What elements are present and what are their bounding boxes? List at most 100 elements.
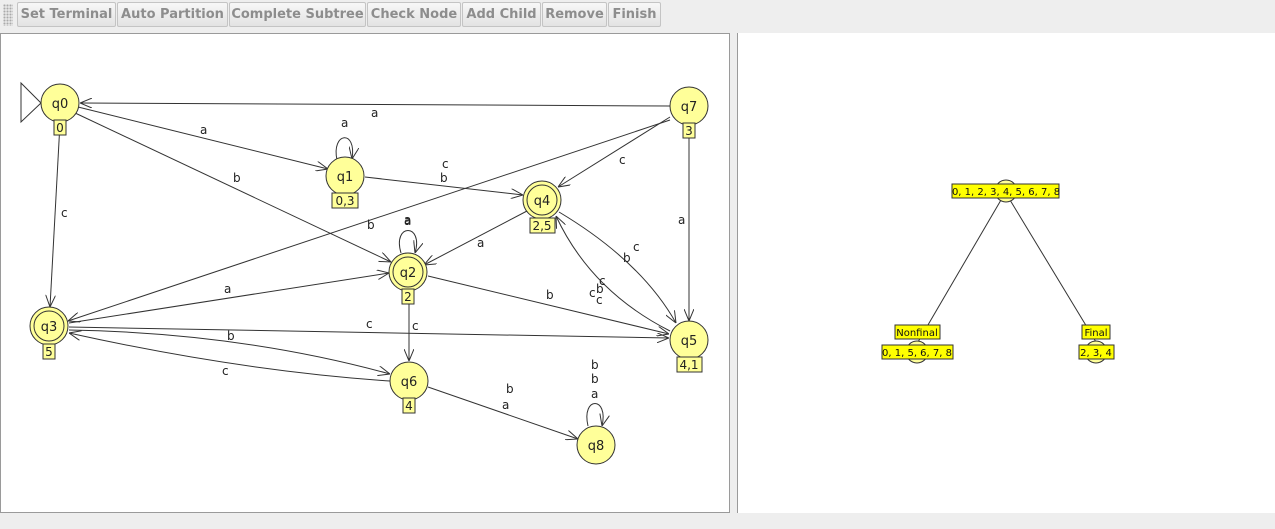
edge-q7-q4	[558, 116, 671, 187]
edge-q6-q3	[69, 333, 391, 382]
edge-label: b	[591, 372, 599, 386]
tree-node-label: Nonfinal	[896, 328, 937, 339]
state-q1[interactable]: q1 0,3	[325, 156, 365, 209]
state-label: q3	[41, 320, 58, 335]
edge-label: a	[591, 387, 598, 401]
toolbar-grip[interactable]	[3, 4, 13, 26]
edge-q3-q6	[68, 329, 390, 374]
tree-edge-right	[1009, 199, 1097, 343]
tree-node-set: 0, 1, 2, 3, 4, 5, 6, 7, 8	[952, 187, 1060, 198]
edge-label: c	[589, 286, 596, 300]
edge-q5-q4	[556, 216, 671, 332]
edge-q0-q3	[50, 122, 61, 307]
automaton-graph: a a b c a c b c a b a a a b c b c c b c …	[20, 81, 709, 465]
edge-label: b	[367, 218, 375, 232]
tree-node-final[interactable]: Final 2, 3, 4	[1078, 324, 1115, 364]
auto-partition-button[interactable]: Auto Partition	[117, 2, 228, 27]
state-sub-label: 4	[405, 399, 413, 413]
state-label: q1	[337, 170, 354, 185]
split-pane-divider[interactable]	[730, 33, 737, 513]
tree-node-set: 2, 3, 4	[1080, 348, 1112, 359]
tree-edge-left	[917, 199, 1002, 343]
edge-label: a	[477, 236, 484, 250]
status-bar	[0, 513, 1275, 529]
edge-q0-q2	[72, 111, 391, 262]
edge-label: c	[412, 319, 419, 333]
check-node-button[interactable]: Check Node	[367, 2, 461, 27]
finish-button[interactable]: Finish	[608, 2, 661, 27]
tree-node-root[interactable]: 0, 1, 2, 3, 4, 5, 6, 7, 8	[951, 179, 1060, 203]
edge-q1-q4	[364, 176, 523, 195]
edge-q4-q5	[558, 211, 676, 323]
edge-label: c	[633, 240, 640, 254]
edge-label: c	[619, 153, 626, 167]
state-label: q6	[401, 375, 418, 390]
state-sub-label: 2,5	[532, 219, 551, 233]
edge-label: b	[506, 382, 514, 396]
edge-label: a	[678, 213, 685, 227]
edge-label: c	[366, 317, 373, 331]
edge-label: a	[404, 214, 411, 228]
edge-label: b	[440, 171, 448, 185]
state-q6[interactable]: q6 4	[389, 361, 429, 414]
state-label: q0	[52, 97, 69, 112]
initial-state-marker	[20, 81, 42, 124]
tree-node-set: 0, 1, 5, 6, 7, 8	[882, 348, 952, 359]
edge-label: b	[623, 251, 631, 265]
edge-label: a	[404, 213, 411, 227]
edge-label: a	[200, 123, 207, 137]
state-sub-label: 3	[685, 124, 693, 138]
partition-tree-canvas[interactable]: 0, 1, 2, 3, 4, 5, 6, 7, 8 Nonfinal 0, 1,…	[737, 33, 1275, 513]
edge-label: a	[502, 398, 509, 412]
state-q5[interactable]: q5 4,1	[669, 320, 709, 373]
state-label: q4	[534, 194, 551, 209]
edge-q7-q3	[68, 119, 671, 321]
tree-node-label: Final	[1084, 328, 1107, 339]
edge-label: c	[61, 206, 68, 220]
toolbar: Set Terminal Auto Partition Complete Sub…	[0, 0, 1275, 29]
edge-q0-q1	[77, 106, 328, 169]
remove-button[interactable]: Remove	[542, 2, 607, 27]
state-sub-label: 4,1	[679, 358, 698, 372]
edge-q2-q5	[427, 275, 669, 334]
edge-label: b	[227, 329, 235, 343]
state-q3[interactable]: q3 5	[29, 306, 69, 360]
state-sub-label: 0,3	[335, 194, 354, 208]
edge-label: c	[442, 157, 449, 171]
edge-label: c	[222, 364, 229, 378]
edge-label: a	[224, 282, 231, 296]
edge-label: b	[591, 358, 599, 372]
state-q4[interactable]: q4 2,5	[522, 180, 562, 234]
state-label: q2	[400, 266, 417, 281]
state-sub-label: 5	[45, 345, 53, 359]
edge-q4-q2	[424, 210, 528, 265]
state-label: q8	[588, 439, 605, 454]
state-q8[interactable]: q8	[576, 425, 616, 465]
edge-label: b	[546, 288, 554, 302]
complete-subtree-button[interactable]: Complete Subtree	[229, 2, 366, 27]
loop-q2	[398, 230, 416, 254]
loop-q8	[586, 403, 603, 427]
edge-q3-q5	[68, 326, 669, 338]
edge-label: b	[596, 282, 604, 296]
edge-label: a	[341, 116, 348, 130]
state-q7[interactable]: q7 3	[669, 86, 709, 139]
state-q2[interactable]: q2 2	[388, 252, 428, 305]
state-label: q7	[681, 100, 698, 115]
state-sub-label: 0	[56, 121, 64, 135]
partition-tree: 0, 1, 2, 3, 4, 5, 6, 7, 8 Nonfinal 0, 1,…	[881, 179, 1115, 364]
add-child-button[interactable]: Add Child	[462, 2, 541, 27]
state-label: q5	[681, 334, 698, 349]
edge-label: c	[599, 274, 606, 288]
edge-q3-q2	[68, 273, 389, 324]
edge-label: a	[371, 106, 378, 120]
tree-node-nonfinal[interactable]: Nonfinal 0, 1, 5, 6, 7, 8	[881, 324, 954, 364]
state-sub-label: 2	[404, 290, 412, 304]
loop-q1	[335, 137, 353, 161]
state-q0[interactable]: q0 0	[40, 83, 80, 136]
set-terminal-button[interactable]: Set Terminal	[17, 2, 116, 27]
edge-label: c	[596, 293, 603, 307]
edge-label: b	[233, 171, 241, 185]
edge-q7-q0	[80, 103, 672, 106]
automaton-canvas[interactable]: a a b c a c b c a b a a a b c b c c b c …	[0, 33, 730, 513]
